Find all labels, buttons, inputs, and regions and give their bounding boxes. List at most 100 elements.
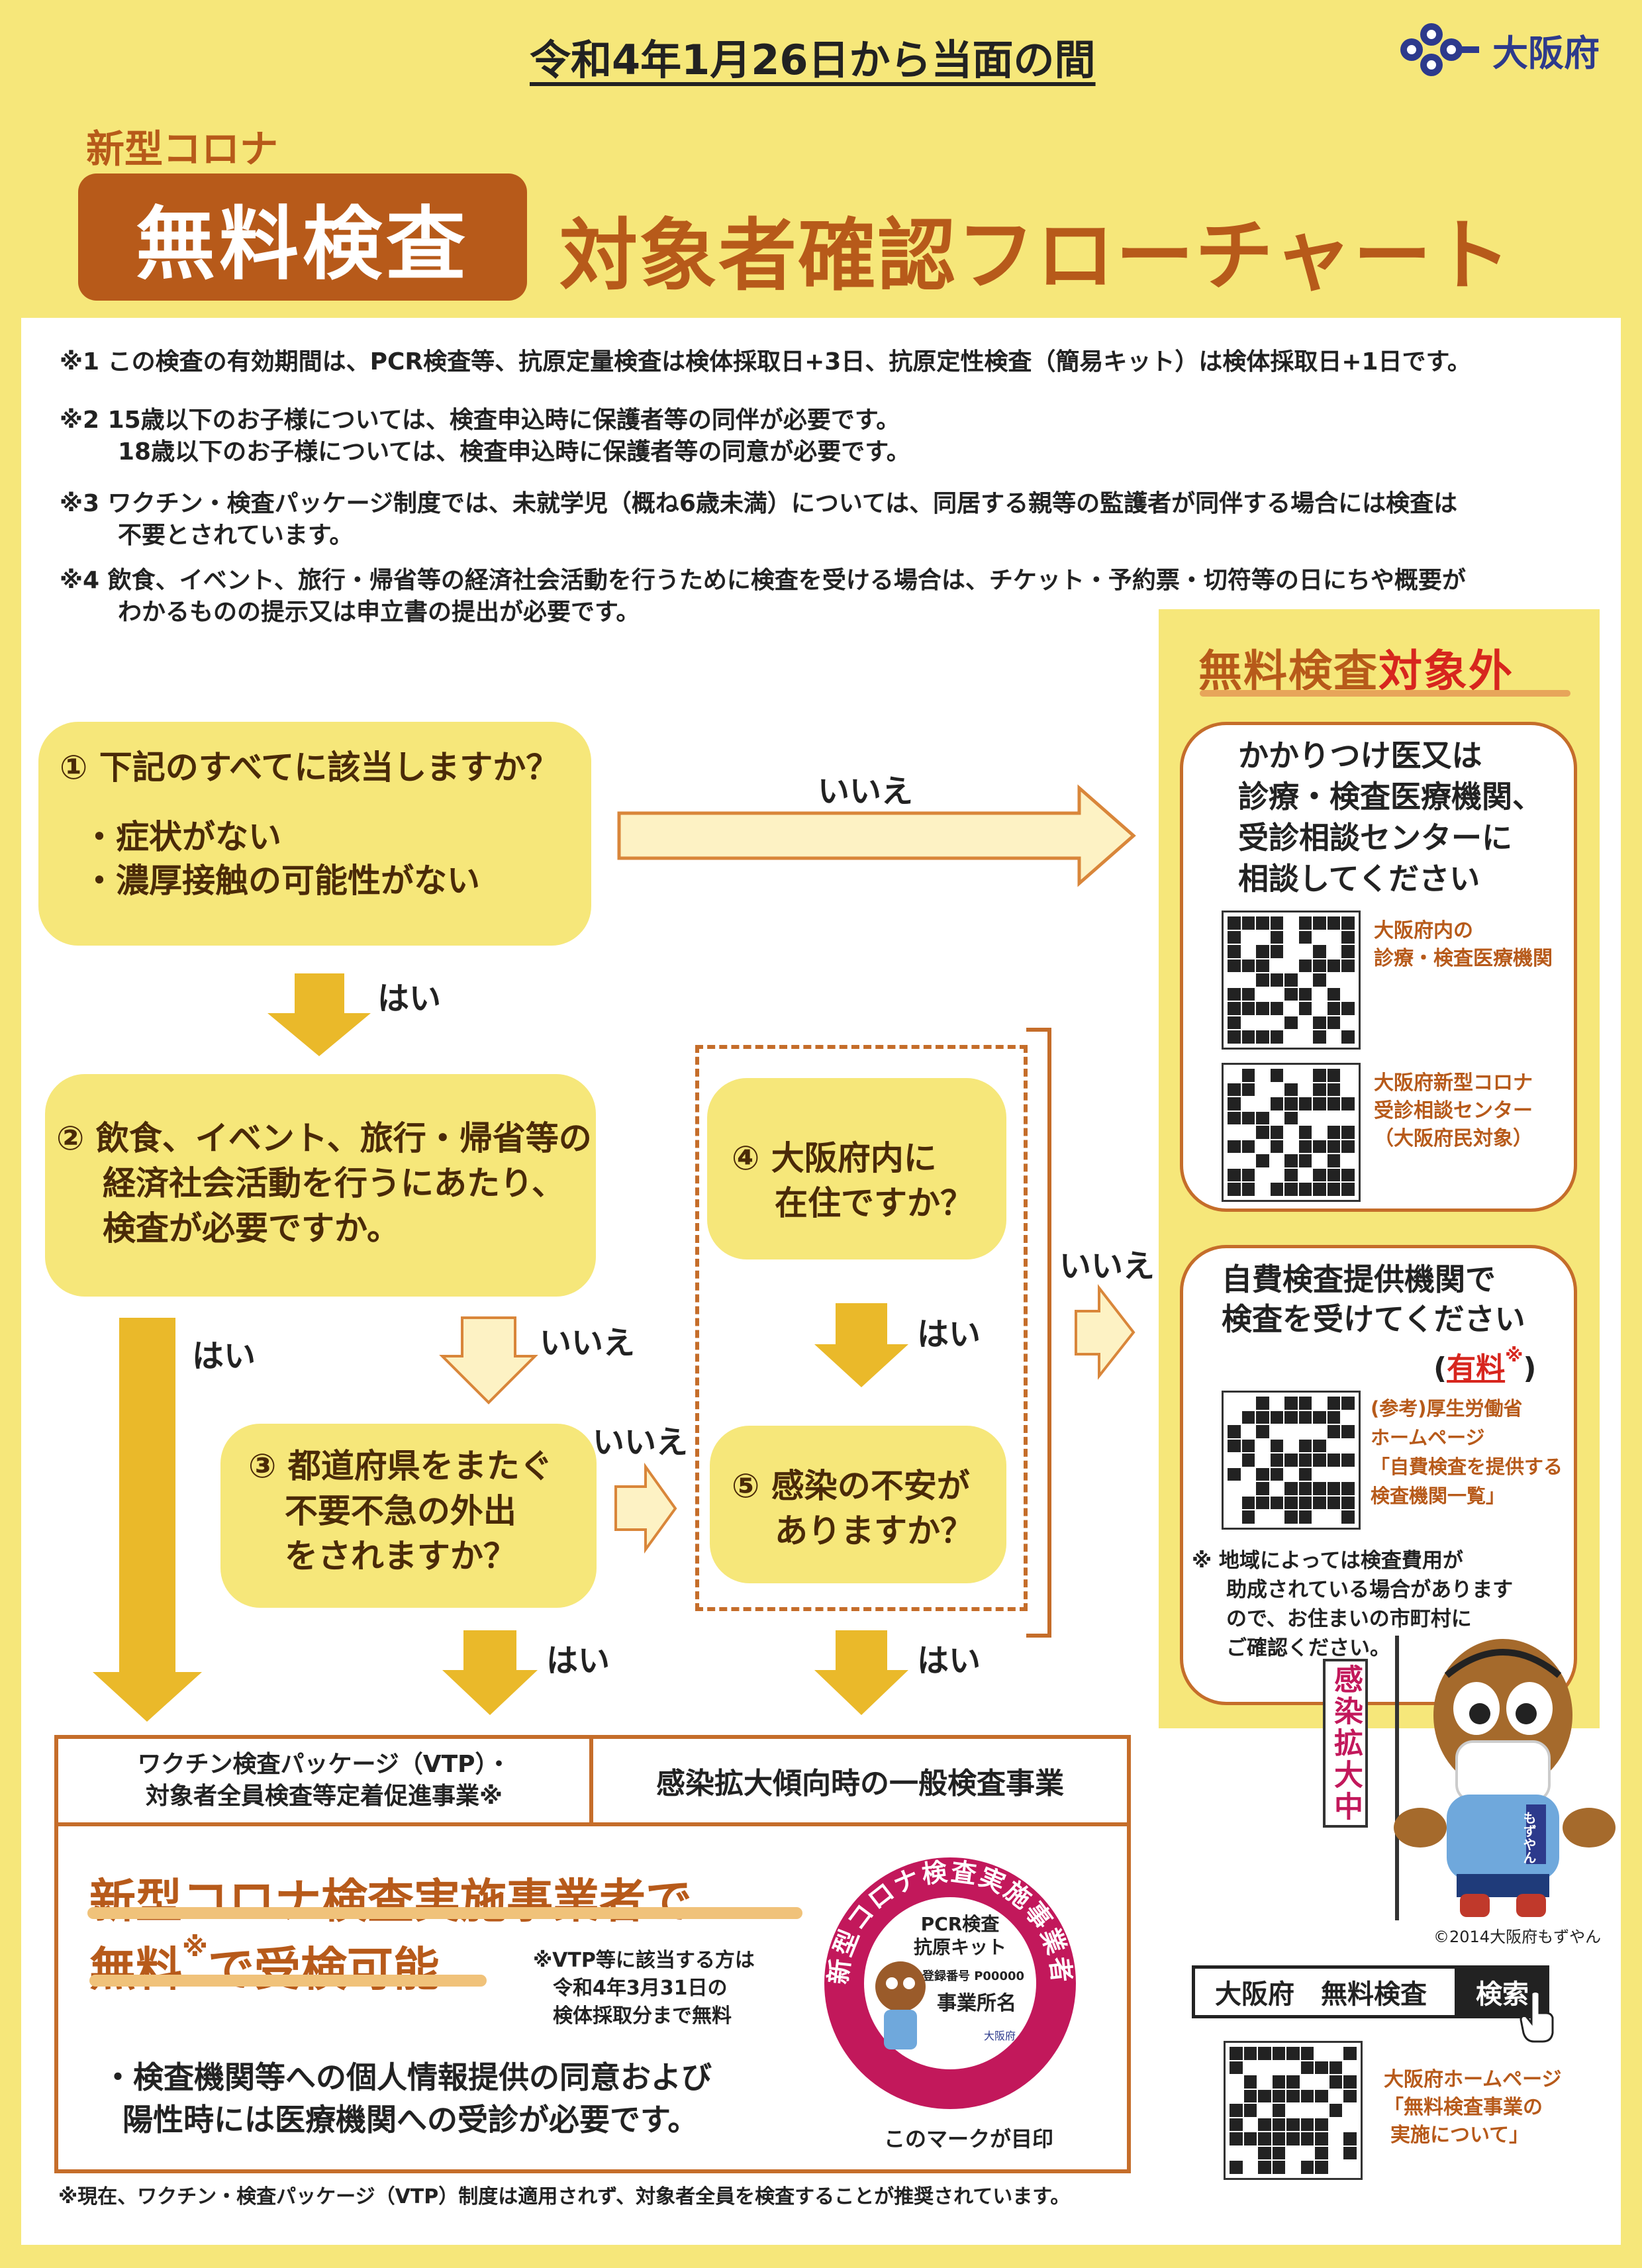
qr-module <box>1327 1168 1341 1182</box>
qr-module <box>1270 1425 1284 1438</box>
arrow-q1-yes <box>267 973 371 1056</box>
consult-line-1: かかりつけ医又は <box>1238 738 1482 773</box>
qr-module <box>1329 2061 1343 2075</box>
qr-module <box>1315 2075 1328 2089</box>
qr-module <box>1341 1002 1355 1015</box>
qr-module <box>1258 2118 1271 2132</box>
qr-module <box>1329 2104 1343 2117</box>
qr-module <box>1243 2161 1257 2174</box>
qr-module <box>1284 930 1298 944</box>
note-3b: 不要とされています。 <box>118 522 354 549</box>
qr-code-clinics[interactable] <box>1222 911 1361 1050</box>
qr-module <box>1313 916 1326 930</box>
qr-module <box>1298 1016 1312 1030</box>
question-1-box <box>38 722 591 946</box>
qr-module <box>1298 1030 1312 1044</box>
qr-code-mhlw[interactable] <box>1222 1391 1361 1530</box>
qr3-line-1: (参考)厚生労働省 <box>1371 1397 1523 1420</box>
qr-code-consult-center[interactable] <box>1222 1063 1361 1202</box>
qr-module <box>1230 2104 1243 2117</box>
qr-module <box>1230 2061 1243 2075</box>
qr-module <box>1298 1083 1312 1097</box>
pointer-hand-icon <box>1520 1991 1554 2043</box>
qr-module <box>1327 1126 1341 1139</box>
qr-module <box>1341 1496 1355 1510</box>
qr-module <box>1298 1496 1312 1510</box>
qr-module <box>1228 1126 1241 1139</box>
qr-module <box>1270 930 1284 944</box>
qr-module <box>1270 1454 1284 1467</box>
qr-module <box>1329 2075 1343 2089</box>
mark-biz: 事業所名 <box>937 1992 1016 2015</box>
q3-line-3: をされますか？ <box>284 1537 516 1575</box>
arrow-q3-yes <box>442 1630 538 1715</box>
qr-module <box>1298 930 1312 944</box>
qr-module <box>1228 1467 1241 1481</box>
qr3-caption: (参考)厚生労働省 ホームページ 「自費検査を提供する 検査機関一覧」 <box>1371 1394 1563 1510</box>
qr-module <box>1258 2161 1271 2174</box>
qr-module <box>1228 1154 1241 1167</box>
qr-module <box>1286 2104 1300 2117</box>
qr-module <box>1270 1168 1284 1182</box>
qr-module <box>1228 973 1241 987</box>
qr-module <box>1298 1154 1312 1167</box>
qr-module <box>1230 2089 1243 2103</box>
qr-module <box>1313 1439 1326 1453</box>
qr-module <box>1256 987 1269 1001</box>
qr-module <box>1228 1425 1241 1438</box>
qr-module <box>1313 1097 1326 1110</box>
qr-module <box>1241 959 1255 973</box>
qr-module <box>1298 1454 1312 1467</box>
subsidy-note: ※ 地域によっては検査費用が 助成されている場合があります ので、お住まいの市町… <box>1192 1546 1513 1663</box>
q4-line-2: 在住ですか？ <box>775 1184 973 1222</box>
qr-module <box>1284 1016 1298 1030</box>
qr-module <box>1284 1097 1298 1110</box>
q5-line-2: ありますか？ <box>775 1512 973 1550</box>
qr1-caption: 大阪府内の 診療・検査医療機関 <box>1374 917 1553 973</box>
qr-module <box>1228 930 1241 944</box>
qr-module <box>1343 2132 1357 2145</box>
qr-module <box>1341 1126 1355 1139</box>
qr-module <box>1343 2146 1357 2160</box>
qr-module <box>1329 2118 1343 2132</box>
qr-module <box>1256 959 1269 973</box>
qr-module <box>1327 1002 1341 1015</box>
homepage-caption: 大阪府ホームページ 「無料検査事業の 実施について」 <box>1384 2066 1562 2149</box>
qr-module <box>1272 2146 1286 2160</box>
qr-module <box>1341 1016 1355 1030</box>
qr-module <box>1272 2161 1286 2174</box>
qr-module <box>1341 1097 1355 1110</box>
qr-module <box>1341 987 1355 1001</box>
qr-module <box>1327 1425 1341 1438</box>
consent-note: ・検査機関等への個人情報提供の同意および 陽性時には医療機関への受診が必要です。 <box>103 2056 712 2141</box>
label-q4-yes: はい <box>917 1316 981 1353</box>
qr-module <box>1228 1439 1241 1453</box>
qr-module <box>1298 1140 1312 1154</box>
qr-module <box>1241 916 1255 930</box>
note-4b: わかるものの提示又は申立書の提出が必要です。 <box>118 599 640 626</box>
qr1-line-2: 診療・検査医療機関 <box>1374 947 1553 970</box>
qr-module <box>1313 1410 1326 1424</box>
group-bracket <box>1026 1028 1051 1638</box>
qr-module <box>1258 2104 1271 2117</box>
headline-underline-2 <box>89 1975 487 1987</box>
label-q2-yes: はい <box>192 1338 256 1375</box>
q2-line-2: 経済社会活動を行うにあたり、 <box>103 1164 565 1203</box>
qr-module <box>1286 2161 1300 2174</box>
qr-module <box>1243 2146 1257 2160</box>
consent-line-1: ・検査機関等への個人情報提供の同意および <box>103 2059 712 2095</box>
qr-module <box>1256 1097 1269 1110</box>
arrow-group-no <box>1075 1284 1135 1380</box>
qr-module <box>1284 1111 1298 1125</box>
qr-module <box>1313 987 1326 1001</box>
qr-module <box>1241 1467 1255 1481</box>
qr-module <box>1256 945 1269 958</box>
qr-code-homepage[interactable] <box>1224 2041 1363 2180</box>
qr-module <box>1241 1496 1255 1510</box>
qr-module <box>1228 1083 1241 1097</box>
qr-module <box>1327 1140 1341 1154</box>
search-query: 大阪府 無料検査 <box>1215 1979 1427 2010</box>
qr-module <box>1256 1467 1269 1481</box>
qr-module <box>1327 1183 1341 1196</box>
search-input[interactable]: 大阪府 無料検査 <box>1192 1965 1458 2018</box>
